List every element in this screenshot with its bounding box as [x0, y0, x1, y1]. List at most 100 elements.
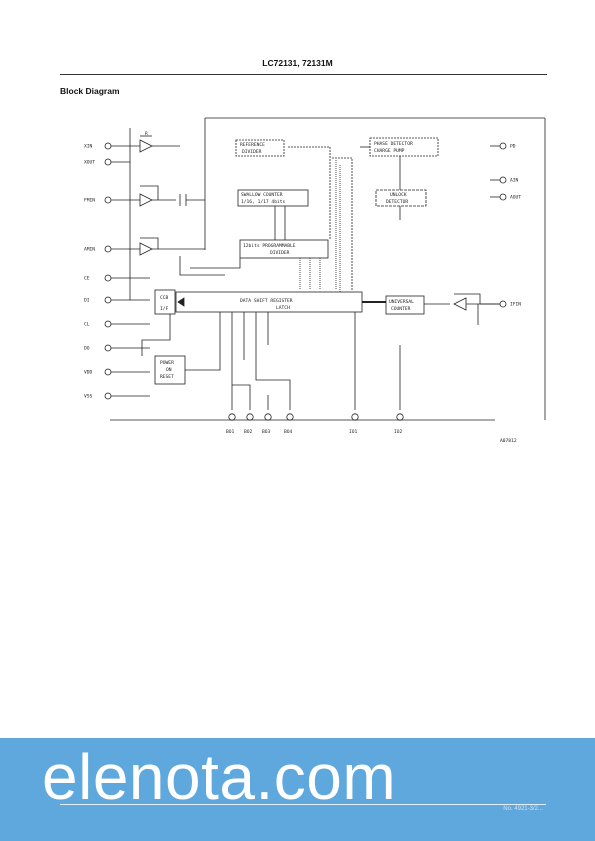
- pin-terminal-icon: [104, 392, 112, 400]
- pin-do: DO: [84, 344, 150, 352]
- pin-label: IO1: [349, 429, 358, 435]
- bus-arrow: [177, 297, 185, 307]
- pin-label: BO3: [262, 429, 271, 435]
- power-on-reset-label-3: RESET: [160, 374, 174, 380]
- programmable-divider-label-2: DIVIDER: [270, 250, 290, 256]
- pin-label: AMIN: [84, 247, 95, 253]
- swallow-counter-label-2: 1/16, 1/17 4bits: [241, 199, 285, 205]
- universal-counter-block: UNIVERSAL COUNTER: [385, 295, 425, 315]
- pin-terminal-icon: [499, 193, 507, 201]
- pin-terminal-icon: [228, 413, 236, 421]
- pin-label: VDD: [84, 370, 93, 376]
- bus-line: [185, 312, 221, 371]
- internal-bus: [288, 146, 331, 240]
- pin-label: XOUT: [84, 160, 95, 166]
- footer-divider: [60, 804, 546, 805]
- programmable-divider-label-1: 12bits PROGRAMMABLE: [243, 243, 296, 249]
- pin-terminal-icon: [499, 300, 507, 308]
- pin-label: IO2: [394, 429, 403, 435]
- pin-ain: AIN: [490, 176, 519, 184]
- pin-label: BO1: [226, 429, 235, 435]
- pin-pd: PD: [490, 142, 516, 150]
- pin-aout: AOUT: [490, 193, 521, 201]
- pin-cl: CL: [84, 320, 150, 328]
- pin-terminal-icon: [104, 296, 112, 304]
- pin-terminal-icon: [351, 413, 359, 421]
- unlock-detector-label-1: UNLOCK: [390, 192, 407, 198]
- pin-label: BO4: [284, 429, 293, 435]
- ccb-interface-block: CCB I/F: [154, 289, 176, 315]
- unlock-detector-label-2: DETECTOR: [386, 199, 408, 205]
- pin-terminal-icon: [104, 320, 112, 328]
- pin-bo3: BO3: [262, 413, 272, 435]
- pin-label: DO: [84, 346, 90, 352]
- section-title: Block Diagram: [60, 86, 120, 96]
- reference-divider-label-1: REFERENCE: [240, 142, 265, 148]
- pin-io2: IO2: [394, 413, 404, 435]
- pin-label: DI: [84, 298, 90, 304]
- watermark-banner: elenota.com: [0, 738, 595, 841]
- pin-label: VSS: [84, 394, 93, 400]
- pin-terminal-icon: [104, 368, 112, 376]
- pin-terminal-icon: [499, 142, 507, 150]
- pin-ce: CE: [84, 274, 150, 282]
- figure-code: A07812: [500, 438, 517, 444]
- ccb-interface-label-2: I/F: [160, 306, 169, 312]
- pin-label: BO2: [244, 429, 253, 435]
- pin-vss: VSS: [84, 392, 150, 400]
- pin-bo4: BO4: [284, 413, 294, 435]
- xin-amplifier: R: [130, 131, 180, 153]
- pin-label: PD: [510, 144, 516, 150]
- pin-terminal-icon: [104, 196, 112, 204]
- programmable-divider-block: 12bits PROGRAMMABLE DIVIDER: [239, 239, 329, 259]
- pin-label: CE: [84, 276, 90, 282]
- svg-text:R: R: [145, 131, 148, 137]
- fmin-amplifier: [130, 185, 205, 207]
- amin-amplifier: [130, 237, 205, 256]
- page-header-title: LC72131, 72131M: [262, 58, 333, 68]
- bus-line: [255, 312, 291, 410]
- pin-label: FMIN: [84, 198, 95, 204]
- shift-register-label-1: DATA SHIFT REGISTER: [240, 298, 293, 304]
- pin-terminal-icon: [104, 344, 112, 352]
- pin-amin: AMIN: [84, 245, 130, 253]
- unlock-detector-block: UNLOCK DETECTOR: [375, 189, 427, 207]
- footer-document-code: No. 4921-3/2...: [503, 806, 543, 812]
- pin-ifin: IFIN: [480, 300, 521, 308]
- shift-register-label-2: LATCH: [276, 305, 290, 311]
- pin-terminal-icon: [104, 158, 112, 166]
- internal-bus: [332, 157, 353, 290]
- pin-terminal-icon: [499, 176, 507, 184]
- universal-counter-label-1: UNIVERSAL: [389, 299, 414, 305]
- pin-label: AIN: [510, 178, 519, 184]
- power-on-reset-label-1: POWER: [160, 360, 174, 366]
- bus-line: [141, 314, 171, 356]
- bus-line: [232, 384, 251, 410]
- pin-terminal-icon: [286, 413, 294, 421]
- swallow-counter-block: SWALLOW COUNTER 1/16, 1/17 4bits: [237, 189, 309, 207]
- pin-xin: XIN: [84, 142, 130, 150]
- pin-vdd: VDD: [84, 368, 150, 376]
- pin-terminal-icon: [104, 245, 112, 253]
- pin-terminal-icon: [264, 413, 272, 421]
- power-on-reset-label-2: ON: [166, 367, 172, 373]
- left-pins: XIN XOUT FMIN AMIN CE DI CL DO VDD VSS: [84, 142, 150, 400]
- block-diagram: REFERENCE DIVIDER PHASE DETECTOR CHARGE …: [84, 117, 546, 444]
- pin-di: DI: [84, 296, 150, 304]
- pin-label: XIN: [84, 144, 93, 150]
- pin-terminal-icon: [104, 142, 112, 150]
- header-divider: [60, 74, 547, 75]
- pin-bo2: BO2: [244, 413, 254, 435]
- pin-bo1: BO1: [226, 413, 236, 435]
- power-on-reset-block: POWER ON RESET: [154, 355, 186, 385]
- universal-counter-label-2: COUNTER: [391, 306, 411, 312]
- pin-fmin: FMIN: [84, 196, 130, 204]
- phase-detector-block: PHASE DETECTOR CHARGE PUMP: [369, 137, 439, 157]
- shift-register-block: DATA SHIFT REGISTER LATCH: [175, 291, 363, 313]
- bus-line: [179, 256, 225, 276]
- right-pins: PD AIN AOUT IFIN: [480, 142, 521, 308]
- bus-line: [190, 258, 241, 269]
- watermark-text: elenota.com: [42, 741, 397, 813]
- pin-xout: XOUT: [84, 158, 130, 166]
- pin-label: CL: [84, 322, 90, 328]
